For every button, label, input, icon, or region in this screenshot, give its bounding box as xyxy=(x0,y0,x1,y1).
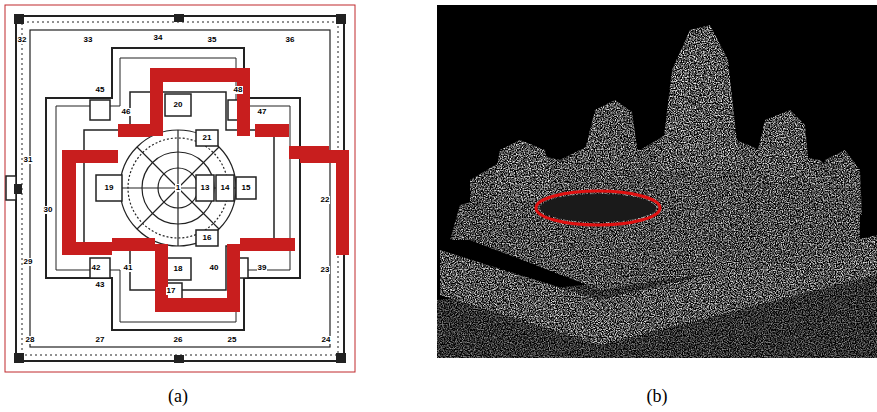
panel-label: (a) xyxy=(168,387,188,405)
callout-number: 30 xyxy=(43,206,54,214)
highlight-bars xyxy=(62,68,349,312)
callout-number: 20 xyxy=(173,101,184,109)
callout-number: 19 xyxy=(104,184,115,192)
callout-number: 28 xyxy=(25,336,36,344)
callout-number: 40 xyxy=(209,264,220,272)
point-cloud-render xyxy=(437,5,877,358)
callout-number: 47 xyxy=(257,108,268,116)
callout-number: 17 xyxy=(166,287,177,295)
floor-plan xyxy=(5,5,355,372)
callout-number: 14 xyxy=(220,184,231,192)
callout-number: 25 xyxy=(227,336,238,344)
callout-number: 35 xyxy=(207,36,218,44)
callout-number: 46 xyxy=(121,108,132,116)
callout-number: 42 xyxy=(91,264,102,272)
callout-number: 41 xyxy=(123,264,134,272)
callout-number: 45 xyxy=(95,86,106,94)
callout-number: 39 xyxy=(257,264,268,272)
callout-number: 23 xyxy=(320,266,331,274)
callout-number: 33 xyxy=(83,36,94,44)
callout-number: 13 xyxy=(200,184,211,192)
callout-number: 1 xyxy=(175,184,181,192)
callout-number: 22 xyxy=(320,196,331,204)
callout-number: 27 xyxy=(95,336,106,344)
callout-number: 26 xyxy=(173,336,184,344)
callout-number: 36 xyxy=(285,36,296,44)
callout-number: 48 xyxy=(233,86,244,94)
callout-number: 29 xyxy=(23,258,34,266)
callout-number: 15 xyxy=(241,184,252,192)
callout-number: 31 xyxy=(23,156,34,164)
highlight-ellipse xyxy=(536,191,660,225)
callout-number: 32 xyxy=(17,36,28,44)
callout-number: 43 xyxy=(95,281,106,289)
callout-number: 34 xyxy=(153,34,164,42)
panel-label: (b) xyxy=(647,387,668,405)
callout-number: 21 xyxy=(202,134,213,142)
callout-number: 24 xyxy=(321,336,332,344)
callout-number: 18 xyxy=(173,265,184,273)
callout-number: 16 xyxy=(202,234,213,242)
